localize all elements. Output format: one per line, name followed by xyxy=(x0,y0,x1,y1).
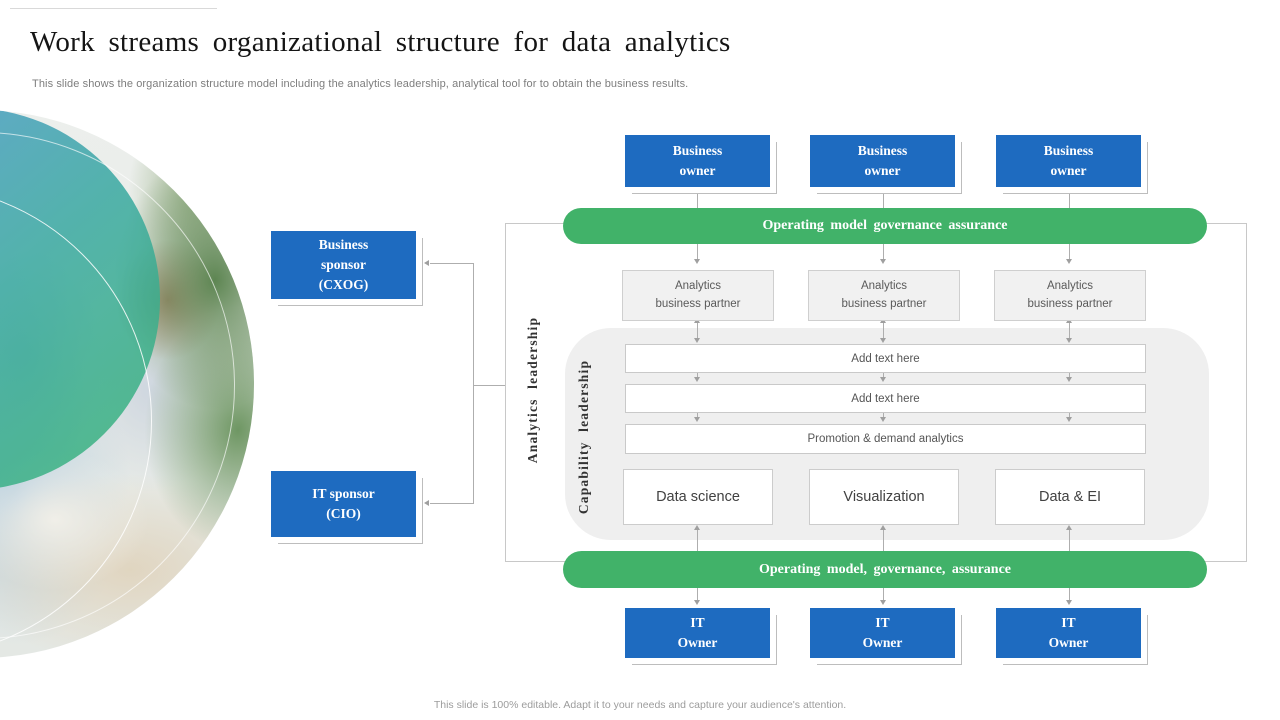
box-label: business partner xyxy=(841,297,927,310)
it-owner-box: IT Owner xyxy=(625,608,770,658)
box-label: Business xyxy=(857,142,908,158)
flow-line xyxy=(883,323,884,339)
arrow-up-icon xyxy=(1066,525,1072,530)
analytics-leadership-label: Analytics leadership xyxy=(525,316,540,464)
arrow-left-icon xyxy=(424,500,429,506)
arrow-up-icon xyxy=(880,525,886,530)
arrow-down-icon xyxy=(1066,377,1072,382)
flow-line xyxy=(697,588,698,601)
flow-line xyxy=(697,323,698,339)
slide-footer: This slide is 100% editable. Adapt it to… xyxy=(433,699,847,711)
governance-pill-bottom: Operating model, governance, assurance xyxy=(563,551,1207,588)
sponsor-connector-line xyxy=(473,385,505,386)
data-science-box: Data science xyxy=(623,469,773,525)
box-label: business partner xyxy=(1027,297,1113,310)
it-owner-box: IT Owner xyxy=(996,608,1141,658)
visualization-box: Visualization xyxy=(809,469,959,525)
arrow-down-icon xyxy=(880,377,886,382)
business-owner-box: Business owner xyxy=(625,135,770,187)
box-label: owner xyxy=(679,163,716,178)
flow-line xyxy=(1069,189,1070,208)
add-text-placeholder[interactable]: Add text here xyxy=(625,344,1146,373)
box-label: business partner xyxy=(655,297,741,310)
flow-line xyxy=(1069,530,1070,551)
arrow-down-icon xyxy=(1066,259,1072,264)
business-sponsor-box: Business sponsor (CXOG) xyxy=(271,231,416,299)
arrow-down-icon xyxy=(1066,417,1072,422)
arrow-down-icon xyxy=(694,338,700,343)
arrow-down-icon xyxy=(880,417,886,422)
analytics-partner-box: Analytics business partner xyxy=(994,270,1146,321)
box-label: Analytics xyxy=(860,279,908,292)
flow-line xyxy=(697,189,698,208)
box-label: Business xyxy=(1043,142,1094,158)
slide-subtitle: This slide shows the organization struct… xyxy=(32,78,689,90)
flow-line xyxy=(697,371,698,378)
box-label: owner xyxy=(1050,163,1087,178)
business-owner-box: Business owner xyxy=(810,135,955,187)
flow-line xyxy=(883,588,884,601)
box-label: IT xyxy=(1061,614,1076,630)
box-label: Analytics xyxy=(674,279,722,292)
capability-leadership-label: Capability leadership xyxy=(576,359,591,515)
it-sponsor-box: IT sponsor (CIO) xyxy=(271,471,416,537)
sponsor-connector-line xyxy=(430,263,473,264)
sponsor-connector-line xyxy=(473,263,474,504)
sponsor-connector-line xyxy=(430,503,473,504)
flow-line xyxy=(1069,588,1070,601)
data-ei-box: Data & EI xyxy=(995,469,1145,525)
arrow-up-icon xyxy=(694,525,700,530)
box-label: (CXOG) xyxy=(318,277,369,293)
arrow-down-icon xyxy=(1066,338,1072,343)
flow-line xyxy=(1069,244,1070,260)
page-title: Work streams organizational structure fo… xyxy=(30,26,731,58)
box-label: owner xyxy=(864,163,901,178)
box-label: IT sponsor xyxy=(312,485,375,501)
arrow-down-icon xyxy=(694,377,700,382)
arrow-down-icon xyxy=(694,600,700,605)
business-owner-box: Business owner xyxy=(996,135,1141,187)
box-label: Analytics xyxy=(1046,279,1094,292)
flow-line xyxy=(697,411,698,418)
flow-line xyxy=(1069,323,1070,339)
arrow-down-icon xyxy=(880,338,886,343)
arrow-down-icon xyxy=(880,259,886,264)
box-label: Business xyxy=(318,236,369,252)
box-label: (CIO) xyxy=(326,506,361,521)
arrow-down-icon xyxy=(880,600,886,605)
it-owner-box: IT Owner xyxy=(810,608,955,658)
box-label: Business xyxy=(672,142,723,158)
arrow-down-icon xyxy=(1066,600,1072,605)
add-text-placeholder[interactable]: Add text here xyxy=(625,384,1146,413)
arrow-left-icon xyxy=(424,260,429,266)
arrow-down-icon xyxy=(694,417,700,422)
flow-line xyxy=(883,530,884,551)
top-divider xyxy=(10,8,217,9)
box-label: Owner xyxy=(677,635,718,650)
box-label: Owner xyxy=(1048,635,1089,650)
box-label: IT xyxy=(875,614,890,630)
flow-line xyxy=(883,371,884,378)
flow-line xyxy=(1069,411,1070,418)
flow-line xyxy=(697,244,698,260)
flow-line xyxy=(883,411,884,418)
flow-line xyxy=(883,244,884,260)
analytics-partner-box: Analytics business partner xyxy=(622,270,774,321)
flow-line xyxy=(883,189,884,208)
box-label: IT xyxy=(690,614,705,630)
flow-line xyxy=(1069,371,1070,378)
analytics-partner-box: Analytics business partner xyxy=(808,270,960,321)
decorative-ring-icon xyxy=(0,132,235,639)
promotion-analytics-row: Promotion & demand analytics xyxy=(625,424,1146,454)
arrow-down-icon xyxy=(694,259,700,264)
flow-line xyxy=(697,530,698,551)
box-label: Owner xyxy=(862,635,903,650)
meeting-photo xyxy=(0,110,254,658)
box-label: sponsor xyxy=(320,256,366,272)
governance-pill-top: Operating model governance assurance xyxy=(563,208,1207,244)
